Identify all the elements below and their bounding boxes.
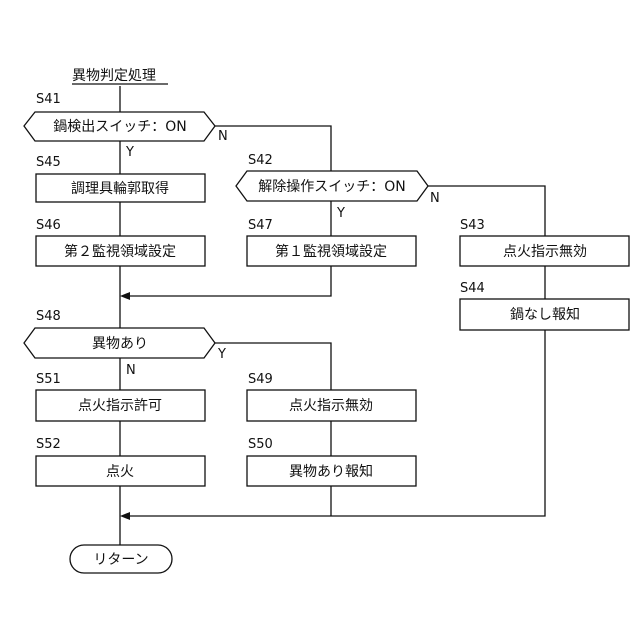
edge-s42-to-s43 xyxy=(428,186,545,236)
step-s41-id: S41 xyxy=(36,92,61,107)
s48-no-label: N xyxy=(126,363,136,378)
step-s48: S48 異物あり Y N xyxy=(24,309,226,378)
process-s45-text: 調理具輪郭取得 xyxy=(71,180,169,197)
decision-s48-text: 異物あり xyxy=(92,336,148,352)
process-s51-text: 点火指示許可 xyxy=(78,398,162,414)
step-s51-id: S51 xyxy=(36,372,61,387)
decision-s42-text: 解除操作スイッチ：ON xyxy=(258,179,406,195)
s42-yes-label: Y xyxy=(336,206,345,221)
step-s44-id: S44 xyxy=(460,281,485,296)
step-s47-id: S47 xyxy=(248,218,273,233)
step-s41: S41 鍋検出スイッチ：ON N Y xyxy=(24,92,228,160)
step-s48-id: S48 xyxy=(36,309,61,324)
s41-yes-label: Y xyxy=(125,145,134,160)
merge-arrow-1 xyxy=(120,292,130,300)
process-s43-text: 点火指示無効 xyxy=(503,244,587,260)
flowchart-title: 異物判定処理 xyxy=(72,68,156,84)
step-s42: S42 解除操作スイッチ：ON N Y xyxy=(236,153,440,221)
step-s43-id: S43 xyxy=(460,218,485,233)
terminal-return: リターン xyxy=(70,545,172,573)
merge-arrow-2 xyxy=(120,512,130,520)
decision-s41-text: 鍋検出スイッチ：ON xyxy=(53,119,187,135)
process-s52-text: 点火 xyxy=(106,464,134,480)
step-s49-id: S49 xyxy=(248,372,273,387)
process-s44-text: 鍋なし報知 xyxy=(510,306,580,323)
return-terminal-text: リターン xyxy=(93,552,148,568)
step-s52-id: S52 xyxy=(36,437,61,452)
process-s47-text: 第１監視領域設定 xyxy=(275,243,387,260)
process-s46-text: 第２監視領域設定 xyxy=(64,243,176,260)
process-s50-text: 異物あり報知 xyxy=(289,463,373,480)
s42-no-label: N xyxy=(430,191,440,206)
edge-s47-merge xyxy=(124,266,331,296)
step-s42-id: S42 xyxy=(248,153,273,168)
step-s50-id: S50 xyxy=(248,437,273,452)
s41-no-label: N xyxy=(218,129,228,144)
step-s46-id: S46 xyxy=(36,218,61,233)
s48-yes-label: Y xyxy=(217,347,226,362)
process-s49-text: 点火指示無効 xyxy=(289,398,373,414)
step-s45-id: S45 xyxy=(36,155,61,170)
